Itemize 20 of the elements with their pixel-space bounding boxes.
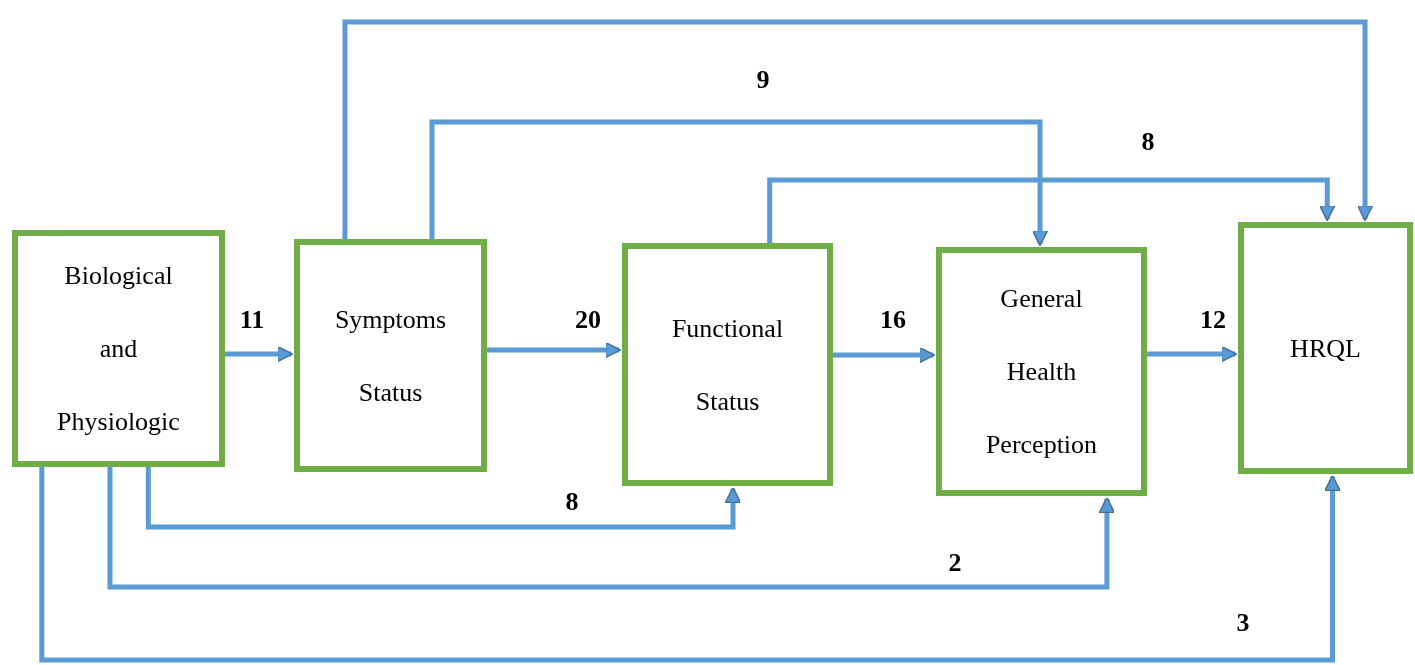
process-box xyxy=(622,243,833,486)
arrow xyxy=(767,177,1336,243)
arrow xyxy=(487,341,622,359)
arrow xyxy=(833,346,936,364)
box-label: Functional Status xyxy=(670,312,785,418)
process-box xyxy=(12,230,225,467)
arrow xyxy=(1147,345,1238,363)
box-label: General Health Perception xyxy=(984,283,1099,461)
process-box xyxy=(294,239,487,472)
process-box xyxy=(1238,222,1413,474)
box-label: HRQL xyxy=(1290,332,1361,365)
box-label: Biological and Physiologic xyxy=(56,260,181,438)
box-label: Symptoms Status xyxy=(333,303,448,409)
arrow xyxy=(429,119,1049,247)
arrow xyxy=(145,467,742,530)
arrow xyxy=(225,345,294,363)
process-box xyxy=(936,247,1147,496)
arrow xyxy=(107,467,1116,590)
arrow xyxy=(39,467,1341,663)
arrow xyxy=(342,19,1374,239)
